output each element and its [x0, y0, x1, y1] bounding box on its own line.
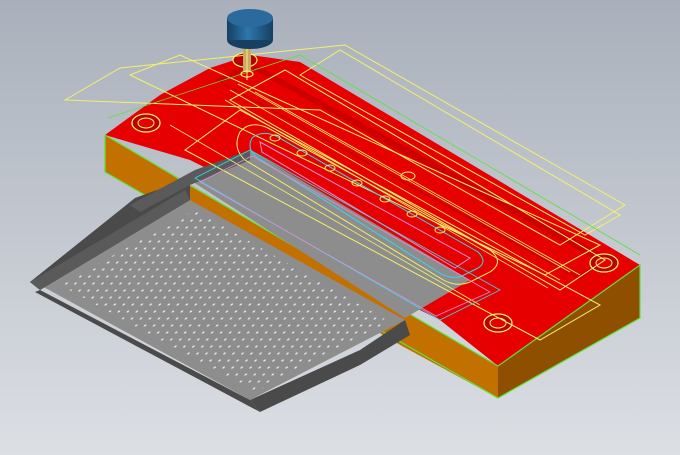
- toolpath-boundary-5: [299, 49, 621, 236]
- toolpath-slot-magenta: [259, 141, 471, 269]
- toolpath-slot-inner: [249, 132, 484, 278]
- toolpath-boundary-4: [228, 69, 606, 291]
- cutting-tool[interactable]: [227, 9, 273, 80]
- tool-holder-top: [227, 9, 273, 27]
- tray-cavity: [190, 150, 470, 318]
- tool-tip-marker: [240, 70, 254, 78]
- locating-hole-back-right: [589, 253, 619, 273]
- toolpaths[interactable]: [63, 44, 641, 341]
- toolpath-finishing-passes: [169, 83, 581, 306]
- toolpath-slot-outer: [236, 124, 498, 285]
- tray-right-wall: [250, 320, 410, 412]
- toolpath-cavity-frame: [194, 149, 501, 321]
- tray-left-wall-top: [30, 190, 190, 290]
- tray-front-lip: [35, 290, 260, 412]
- toolpath-boundary-2: [128, 54, 602, 276]
- toolpath-green-boundary: [107, 54, 641, 256]
- mold-edge-outline: [104, 134, 641, 399]
- toolpath-boundary-1: [63, 44, 626, 246]
- tray-perforations: [60, 210, 390, 392]
- perforated-tray-part[interactable]: [30, 150, 470, 412]
- mold-side-right: [498, 265, 640, 398]
- mold-top-surface: [105, 55, 640, 366]
- toolpath-cavity-frame-pink: [199, 155, 491, 317]
- locating-hole-front-left: [131, 113, 161, 133]
- toolpath-boundary-3: [184, 109, 602, 341]
